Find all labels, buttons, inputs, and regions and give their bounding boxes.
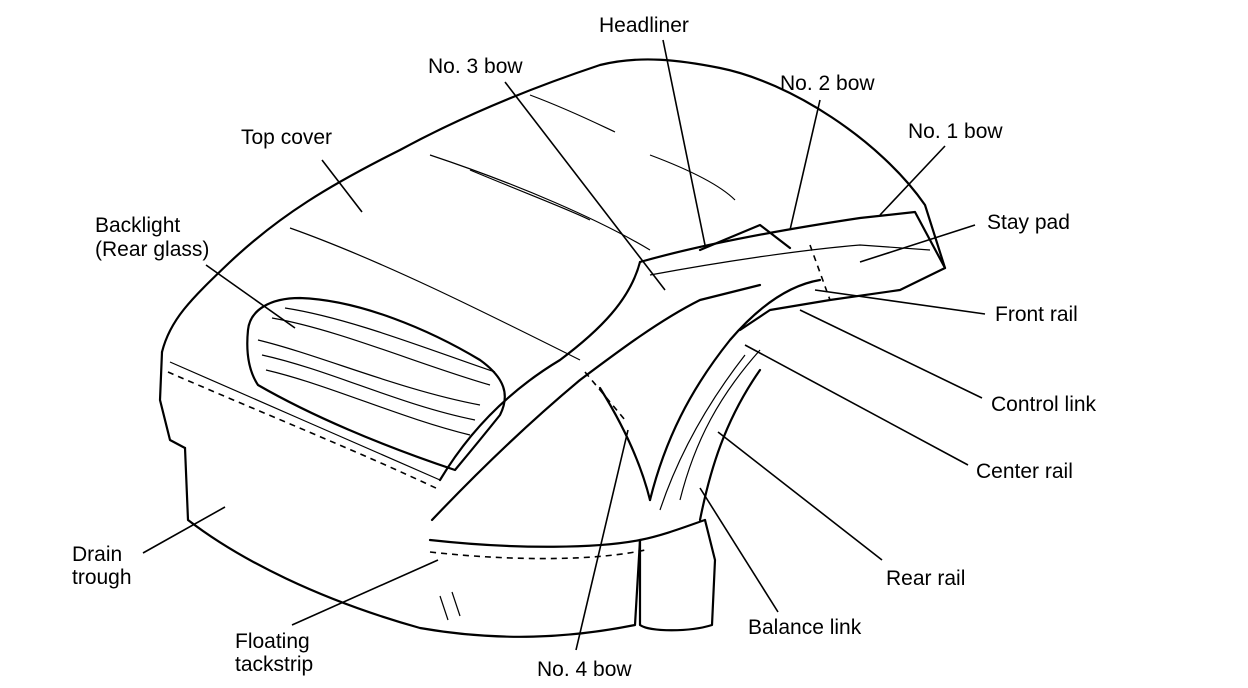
label-stay-pad: Stay pad [987, 211, 1070, 234]
label-tackstrip: tackstrip [235, 653, 314, 676]
leader-center-rail [744, 344, 969, 466]
label-trough: trough [72, 566, 132, 589]
leader-no1-bow [879, 145, 946, 216]
leader-control-link [799, 309, 983, 399]
label-front-rail: Front rail [995, 303, 1078, 326]
label-top-cover: Top cover [241, 126, 333, 149]
label-backlight: Backlight [95, 214, 181, 237]
leader-balance-link [699, 487, 779, 613]
leader-top-cover [321, 159, 363, 213]
label-floating: Floating [235, 630, 310, 653]
label-rear-rail: Rear rail [886, 567, 966, 590]
leader-rear-rail [717, 431, 883, 561]
label-headliner: Headliner [599, 14, 689, 37]
leader-front-rail [814, 289, 986, 315]
label-no1-bow: No. 1 bow [908, 120, 1003, 143]
label-no3-bow: No. 3 bow [428, 55, 523, 78]
label-balance-link: Balance link [748, 616, 862, 639]
leader-no3-bow [504, 81, 666, 291]
leader-drain-trough [142, 506, 226, 554]
label-drain: Drain [72, 543, 123, 566]
top-cover-drawing [158, 58, 947, 638]
leader-no4-bow [575, 429, 629, 651]
leader-floating-tackstrip [291, 559, 439, 626]
label-rear-glass: (Rear glass) [95, 238, 210, 261]
label-control-link: Control link [991, 393, 1097, 416]
leader-stay-pad [859, 224, 976, 263]
leader-lines [142, 39, 986, 651]
label-no4-bow: No. 4 bow [537, 658, 632, 681]
label-center-rail: Center rail [976, 460, 1073, 483]
leader-backlight [205, 264, 296, 329]
leader-no2-bow [789, 99, 821, 231]
leader-headliner [662, 39, 706, 246]
label-no2-bow: No. 2 bow [780, 72, 875, 95]
